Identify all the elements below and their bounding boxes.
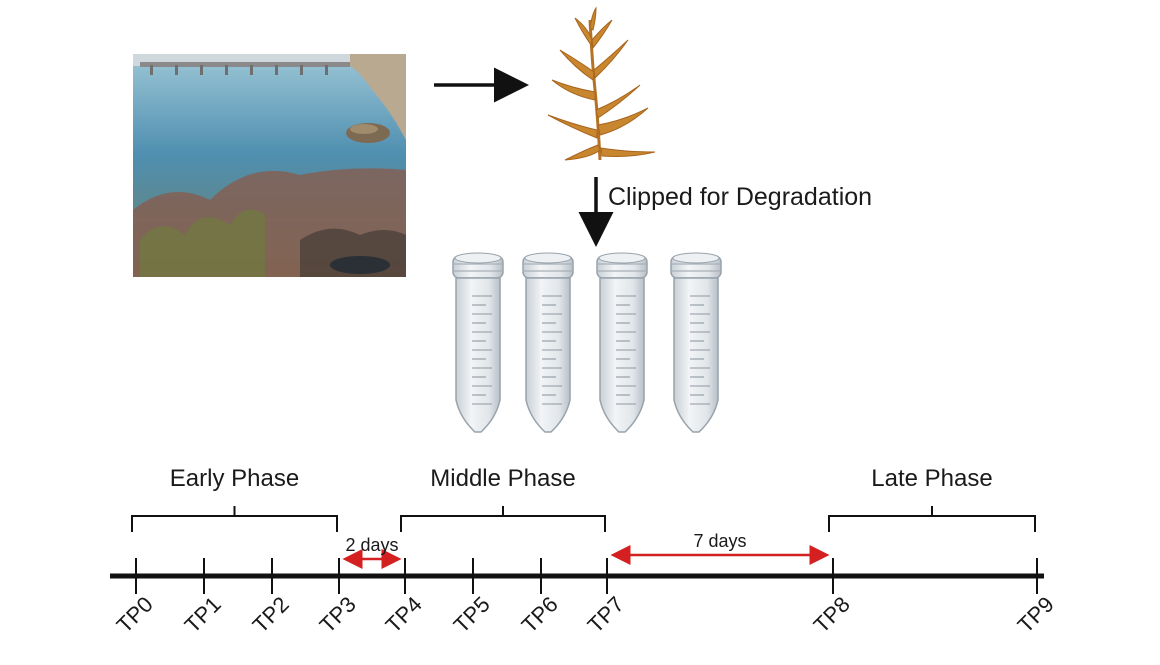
timepoint-label: TP1 (180, 592, 226, 638)
timepoint-label: TP2 (248, 592, 294, 638)
timepoint-label: TP0 (112, 592, 158, 638)
coastal-water-photo (133, 54, 406, 277)
timepoint-label: TP8 (809, 592, 855, 638)
timeline: TP0 TP1 TP2 TP3 TP4 TP5 TP6 TP7 TP8 TP9 Early Phas… (110, 465, 1059, 638)
clipped-annotation: Clipped for Degradation (608, 183, 872, 211)
timepoint-label: TP4 (381, 592, 427, 638)
centrifuge-tube-icon (596, 252, 648, 433)
phase-bracket (400, 506, 606, 532)
interval-label: 7 days (693, 531, 746, 551)
centrifuge-tube-icon (452, 252, 504, 433)
timepoint-label: TP7 (583, 592, 629, 638)
centrifuge-tubes (452, 252, 722, 433)
phase-label: Late Phase (871, 465, 992, 492)
seaweed-specimen-icon (547, 6, 656, 161)
centrifuge-tube-icon (670, 252, 722, 433)
phase-bracket (828, 506, 1036, 532)
phase-bracket (131, 506, 338, 532)
phase-label: Early Phase (170, 465, 299, 492)
timepoint-label: TP3 (315, 592, 361, 638)
centrifuge-tube-icon (522, 252, 574, 433)
timepoint-label: TP5 (449, 592, 495, 638)
timepoint-label: TP9 (1013, 592, 1059, 638)
phase-label: Middle Phase (430, 465, 575, 492)
interval-label: 2 days (345, 535, 398, 555)
timepoint-label: TP6 (517, 592, 563, 638)
